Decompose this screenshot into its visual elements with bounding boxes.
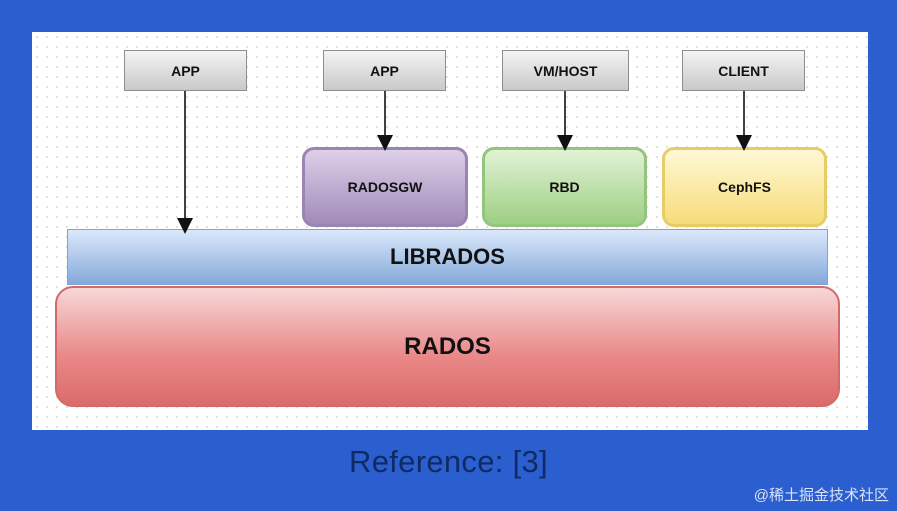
client-node: CLIENT — [682, 50, 805, 91]
librados-layer: LIBRADOS — [67, 229, 828, 285]
watermark: @稀土掘金技术社区 — [753, 487, 889, 504]
radosgw-node: RADOSGW — [302, 147, 468, 227]
app-node-1: APP — [124, 50, 247, 91]
app-node-2: APP — [323, 50, 446, 91]
rados-layer: RADOS — [55, 286, 840, 407]
vm-host-node: VM/HOST — [502, 50, 629, 91]
reference-caption: Reference: [3] — [349, 444, 548, 479]
cephfs-node: CephFS — [662, 147, 827, 227]
rbd-node: RBD — [482, 147, 647, 227]
